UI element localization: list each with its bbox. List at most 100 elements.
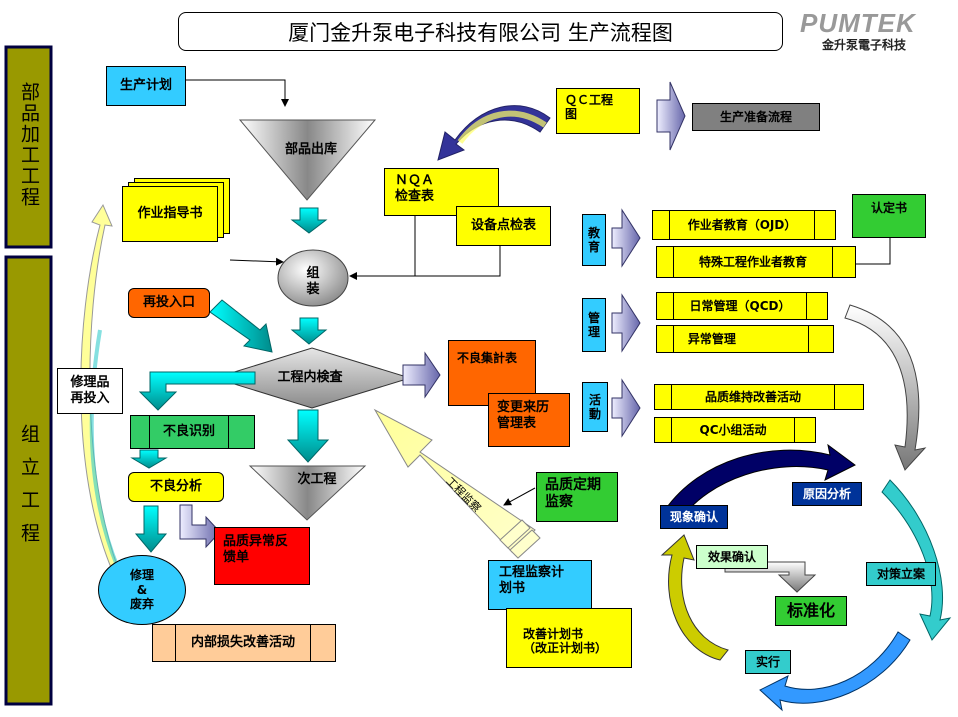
cycle-arrow-left	[660, 534, 729, 661]
side-bar-assembly	[4, 255, 53, 706]
strip-cell	[657, 326, 673, 352]
qc-circle-label: QC小组活动	[699, 422, 767, 437]
activity-box: 活 動	[582, 382, 608, 432]
change-history-doc: 变更来历 管理表	[488, 393, 570, 447]
daily-mgmt-label: 日常管理（QCD）	[689, 298, 791, 313]
execute-box: 实行	[745, 650, 791, 674]
periodic-monitor-box: 品质定期 监察	[536, 472, 618, 522]
strip-cell	[310, 625, 335, 661]
abnormal-mgmt-cell: 异常管理	[672, 326, 808, 352]
mgmt-arrow	[611, 293, 641, 353]
internal-loss-box: 内部损失改善活动	[152, 624, 336, 662]
logo-subtitle: 金升泵電子科技	[822, 38, 907, 52]
abnormal-mgmt-box: 异常管理	[656, 325, 834, 353]
company-logo: PUMTEK	[800, 8, 916, 38]
certificate-label: 认定书	[870, 201, 907, 215]
work-instruction-doc: 作业指导书	[122, 186, 218, 242]
arrow-down-3	[286, 409, 330, 463]
to-feedback-arrow	[179, 504, 221, 549]
quality-feedback-doc: 品质异常反 馈单	[214, 527, 310, 585]
strip-cell	[655, 418, 671, 442]
arrow-down-1	[290, 207, 328, 234]
improvement-plan-doc: 改善计划书 （改正计划书）	[506, 608, 632, 668]
parts-out-label: 部品出库	[285, 142, 338, 157]
internal-loss-label: 内部损失改善活动	[191, 635, 296, 651]
page-title: 厦门金升泵电子科技有限公司 生产流程图	[178, 12, 783, 51]
strip-cell	[806, 293, 827, 319]
defect-analysis-label: 不良分析	[149, 479, 202, 495]
effect-check-label: 效果确认	[707, 549, 756, 564]
standardize-label: 标准化	[786, 601, 835, 621]
production-plan-label: 生产计划	[119, 78, 172, 94]
strip-cell	[153, 625, 175, 661]
production-plan-doc: 生产计划	[106, 66, 186, 106]
quality-activity-cell: 品质维持改善活动	[670, 385, 834, 409]
side-text-parts: 部品加工工程	[18, 82, 40, 208]
management-box: 管 理	[582, 298, 606, 352]
qc-circle-box: QC小组活动	[654, 417, 816, 443]
countermeasure-label: 对策立案	[876, 566, 925, 581]
arrow-to-analysis	[130, 449, 168, 469]
reinput-entry-box: 再投入口	[128, 288, 210, 318]
strip-cell	[814, 211, 835, 239]
abnormal-mgmt-label: 异常管理	[687, 331, 736, 346]
activity-arrow	[611, 378, 641, 438]
equipment-check-label: 设备点检表	[470, 218, 536, 234]
execute-label: 实行	[755, 654, 780, 669]
defect-identify-label: 不良识别	[163, 424, 216, 440]
worker-education-label: 作业者教育（OJD）	[687, 217, 797, 232]
arrow-down-2	[290, 317, 328, 345]
side-label-parts: 部品加工工程	[8, 80, 50, 210]
next-process-triangle	[248, 465, 367, 521]
cycle-arrow-top	[664, 443, 856, 521]
strip-cell	[832, 247, 855, 277]
worker-education-box: 作业者教育（OJD）	[652, 210, 836, 240]
repair-reinput-box: 修理品 再投入	[57, 368, 123, 414]
strip-cell	[653, 211, 669, 239]
assembly-node	[277, 249, 349, 307]
qc-chart-doc: ＱＣ工程 图	[556, 88, 640, 134]
phenomenon-box: 现象确认	[660, 505, 728, 529]
next-process-label: 次工程	[297, 472, 337, 487]
internal-loss-cell: 内部损失改善活动	[174, 625, 311, 661]
reinput-entry-label: 再投入口	[142, 295, 195, 311]
arrow-to-repair	[134, 505, 168, 553]
special-education-cell: 特殊工程作业者教育	[672, 247, 832, 277]
defect-analysis-box: 不良分析	[128, 472, 224, 502]
effect-check-box: 效果确认	[696, 545, 768, 569]
quality-activity-label: 品质维持改善活动	[705, 389, 802, 404]
countermeasure-box: 对策立案	[866, 562, 936, 586]
strip-cell	[657, 293, 673, 319]
strip-cell	[794, 418, 815, 442]
repair-scrap-node: 修理 & 废弃	[98, 555, 186, 625]
work-instruction-label: 作业指导书	[137, 206, 203, 222]
to-defect-arrow	[138, 371, 256, 411]
effect-to-standard-arrow	[724, 561, 817, 593]
standardize-box: 标准化	[775, 596, 847, 626]
strip-cell	[228, 416, 254, 448]
cycle-arrow-right	[881, 479, 952, 641]
strip-cell	[657, 247, 673, 277]
qc-to-prep-arrow	[656, 81, 686, 151]
assembly-label: 组 装	[306, 266, 320, 297]
quality-activity-box: 品质维持改善活动	[654, 384, 864, 410]
monitor-arrow	[373, 408, 536, 553]
reinput-arrow	[209, 299, 273, 353]
qc-curve-arrow	[437, 105, 551, 161]
side-text-assembly: 组立工程	[18, 424, 40, 556]
side-bar-parts	[4, 45, 53, 249]
monitor-plan-doc: 工程监察计 划书	[488, 560, 592, 610]
phenomenon-label: 现象确认	[669, 509, 718, 524]
side-label-assembly: 组立工程	[8, 410, 50, 570]
edu-arrow	[611, 208, 641, 268]
worker-education-cell: 作业者教育（OJD）	[668, 211, 814, 239]
defect-identify-cell: 不良识别	[148, 416, 229, 448]
education-box: 教 育	[582, 214, 606, 266]
to-defect-stats-arrow	[402, 351, 441, 399]
certificate-doc: 认定书	[852, 194, 926, 238]
cause-analysis-label: 原因分析	[802, 486, 851, 501]
daily-mgmt-box: 日常管理（QCD）	[656, 292, 828, 320]
cycle-arrow-right-grey	[844, 304, 927, 471]
qc-circle-cell: QC小组活动	[670, 418, 794, 442]
